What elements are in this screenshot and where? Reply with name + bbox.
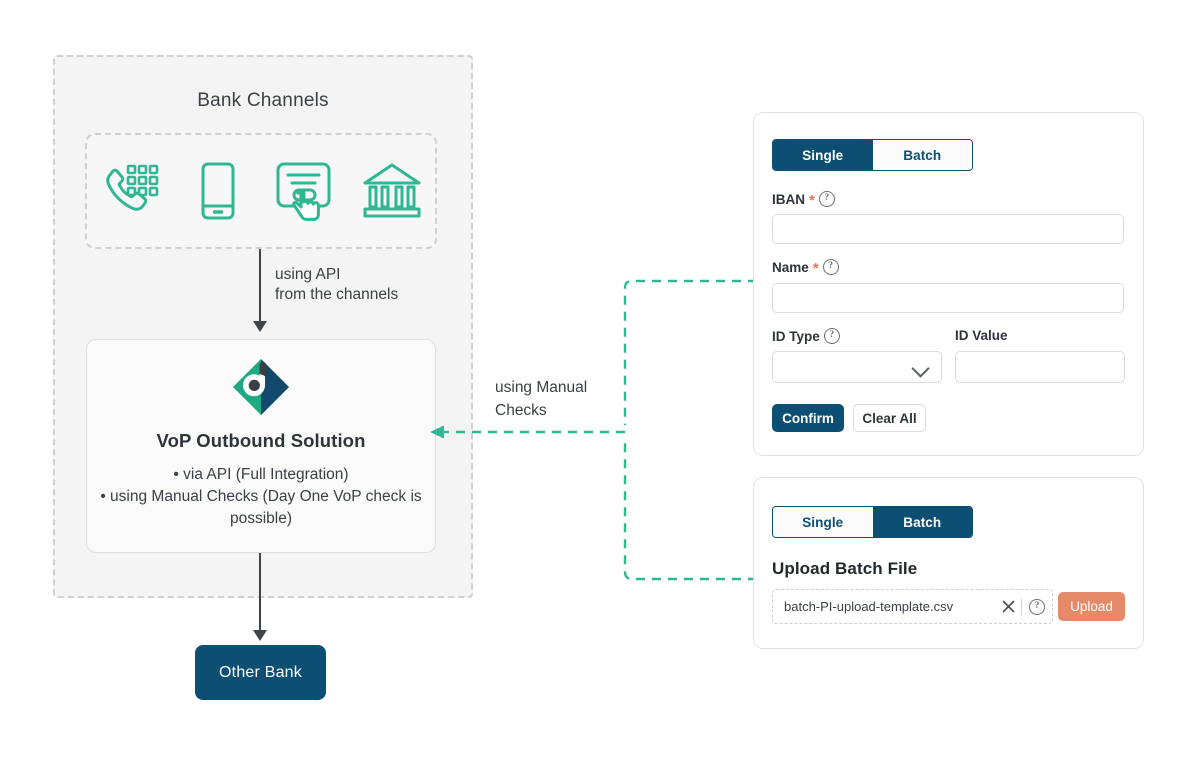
api-label-line2: from the channels	[275, 286, 399, 303]
other-bank-connector-arrowhead	[253, 630, 267, 641]
name-required-asterisk: *	[812, 260, 819, 277]
confirm-button[interactable]: Confirm	[772, 404, 844, 432]
tab-single-batchcard[interactable]: Single	[773, 507, 873, 537]
iban-required-asterisk: *	[809, 192, 815, 209]
tab-batch[interactable]: Batch	[872, 140, 972, 170]
online-banking-click-icon	[272, 159, 338, 223]
bank-channels-title: Bank Channels	[197, 90, 329, 111]
clear-file-icon[interactable]	[995, 600, 1021, 613]
iban-label-text: IBAN	[772, 191, 805, 207]
id-type-select[interactable]	[772, 351, 942, 383]
file-drop-field[interactable]: batch-PI-upload-template.csv ?	[772, 589, 1053, 624]
manual-label-line1: using Manual	[495, 379, 588, 396]
api-connector-label: using API from the channels	[275, 265, 455, 305]
iban-help-icon[interactable]: ?	[818, 191, 835, 207]
name-help-icon[interactable]: ?	[822, 259, 839, 275]
file-name-label: batch-PI-upload-template.csv	[784, 599, 954, 614]
api-connector-arrowhead	[253, 321, 267, 332]
id-type-help-icon[interactable]: ?	[823, 328, 840, 344]
mobile-phone-icon	[185, 159, 251, 223]
tab-single[interactable]: Single	[773, 140, 873, 170]
file-help-icon[interactable]: ?	[1022, 598, 1052, 615]
upload-button[interactable]: Upload	[1058, 592, 1125, 621]
name-input[interactable]	[772, 283, 1124, 313]
iban-label: IBAN * ?	[772, 191, 835, 209]
id-value-input[interactable]	[955, 351, 1125, 383]
single-card-mode-toggle[interactable]: Single Batch	[772, 139, 973, 171]
vop-brand-logo-icon	[232, 358, 290, 416]
phone-keypad-icon	[98, 159, 164, 223]
manual-label-line2: Checks	[495, 402, 547, 419]
api-label-line1: using API	[275, 266, 341, 283]
chevron-down-icon	[911, 359, 930, 378]
clear-all-button[interactable]: Clear All	[853, 404, 926, 432]
vop-card-title: VoP Outbound Solution	[156, 430, 366, 451]
batch-card-mode-toggle[interactable]: Single Batch	[772, 506, 973, 538]
id-value-label: ID Value	[955, 328, 1008, 343]
iban-input[interactable]	[772, 214, 1124, 244]
other-bank-connector-line	[259, 553, 261, 634]
upload-batch-file-title: Upload Batch File	[772, 559, 918, 578]
id-type-label: ID Type ?	[772, 328, 840, 344]
vop-bullet-2: • using Manual Checks (Day One VoP check…	[100, 488, 422, 527]
id-value-label-text: ID Value	[955, 328, 1008, 343]
vop-card-bullets: • via API (Full Integration) • using Man…	[96, 464, 426, 530]
name-label: Name * ?	[772, 259, 839, 277]
name-label-text: Name	[772, 259, 809, 275]
file-row-divider	[1021, 598, 1022, 615]
id-type-label-text: ID Type	[772, 328, 820, 344]
tab-batch-batchcard[interactable]: Batch	[872, 507, 972, 537]
vop-bullet-1: • via API (Full Integration)	[173, 466, 349, 483]
other-bank-node: Other Bank	[195, 645, 326, 700]
manual-checks-connector-label: using Manual Checks	[495, 376, 635, 422]
channel-icons-group	[85, 133, 437, 249]
bank-building-icon	[359, 159, 425, 223]
api-connector-line	[259, 249, 261, 325]
